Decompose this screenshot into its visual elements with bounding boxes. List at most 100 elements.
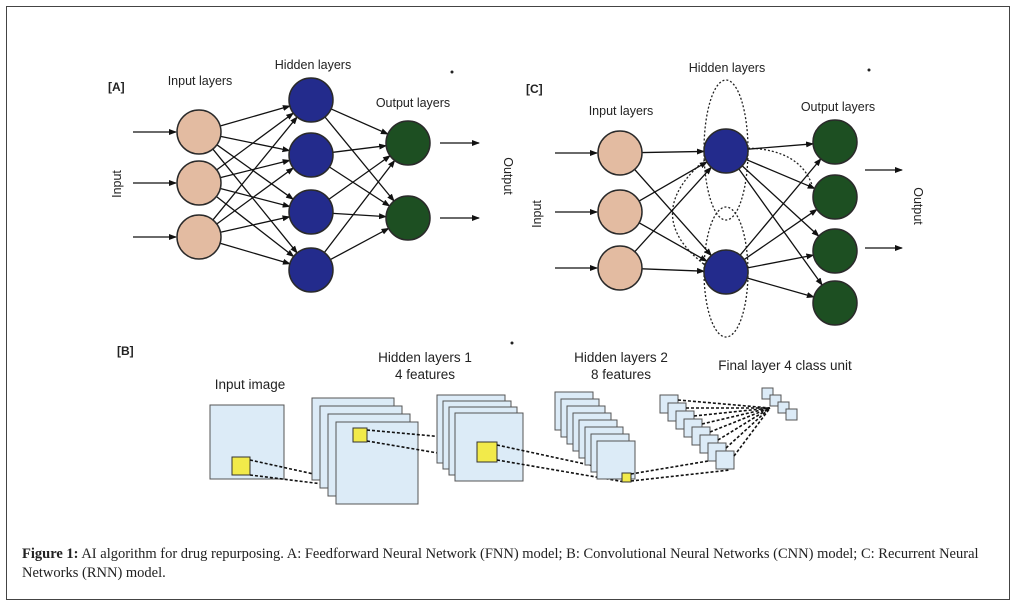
connection-arrow	[746, 158, 816, 190]
final-class-unit	[769, 394, 782, 407]
recurrent-loop	[672, 159, 706, 266]
neural-network-figure: [A] Input layers Hidden layers Output la…	[108, 58, 925, 505]
panel-b-tag: [B]	[117, 344, 134, 358]
hidden-node	[703, 128, 749, 174]
kernel-square	[352, 427, 368, 443]
connection-arrow	[747, 141, 815, 150]
stray-dot	[450, 70, 454, 74]
kernel-square	[476, 441, 498, 463]
connection-arrow	[330, 108, 389, 135]
panel-c-rnn	[555, 79, 903, 338]
final-class-unit	[777, 401, 790, 414]
connection-arrow	[216, 167, 295, 225]
caption-label: Figure 1:	[22, 546, 79, 562]
kernel-projection-line	[701, 407, 771, 425]
connection-arrow	[215, 195, 295, 258]
hidden-node	[703, 249, 749, 295]
connection-arrow	[332, 143, 388, 153]
output-node	[812, 119, 858, 165]
kernel-projection-line	[630, 469, 731, 482]
connection-arrow	[746, 277, 815, 298]
connection-arrow	[219, 242, 291, 265]
input-node	[176, 160, 222, 206]
panel-a-tag: [A]	[108, 80, 125, 94]
connection-arrow	[323, 159, 396, 253]
feature-map-layer1	[335, 421, 419, 505]
connection-arrow	[739, 158, 822, 256]
panel-c-tag: [C]	[526, 82, 543, 96]
output-node	[812, 280, 858, 326]
hidden-node	[288, 247, 334, 293]
connection-arrow	[216, 112, 295, 171]
connection-arrow	[332, 212, 388, 220]
panel-a-input-label: Input	[110, 170, 124, 198]
hidden-node	[288, 77, 334, 123]
caption-text: AI algorithm for drug repurposing. A: Fe…	[22, 546, 979, 581]
connection-arrow	[220, 135, 291, 153]
stray-dot	[867, 68, 871, 72]
connection-arrow	[638, 222, 708, 262]
figure-caption: Figure 1: AI algorithm for drug repurpos…	[22, 545, 1002, 583]
connection-arrow	[329, 166, 391, 207]
output-node	[385, 195, 431, 241]
kernel-projection-line	[496, 459, 626, 483]
output-node	[385, 120, 431, 166]
panel-b-hidden1-title: Hidden layers 1	[378, 350, 472, 365]
panel-b-input-image-label: Input image	[215, 377, 286, 392]
connection-arrow	[219, 105, 291, 127]
input-node	[176, 214, 222, 260]
output-node	[812, 174, 858, 220]
final-class-unit	[761, 387, 774, 400]
connection-arrow	[212, 116, 298, 221]
connection-arrow	[741, 165, 820, 237]
feature-map-layer4	[715, 450, 735, 470]
input-node	[597, 189, 643, 235]
output-node	[812, 228, 858, 274]
kernel-projection-line	[677, 399, 771, 409]
kernel-projection-line	[725, 407, 771, 449]
kernel-projection-line	[733, 407, 771, 457]
connection-arrow	[212, 148, 298, 254]
panel-a-output-label: Output	[501, 157, 515, 195]
kernel-projection-line	[709, 407, 771, 433]
hidden-node	[288, 132, 334, 178]
kernel-projection-line	[249, 474, 356, 489]
panel-a-hidden-layers-label: Hidden layers	[275, 58, 351, 72]
panel-a-output-layers-label: Output layers	[376, 96, 450, 110]
panel-b-hidden2-title: Hidden layers 2	[574, 350, 668, 365]
connection-arrow	[216, 144, 294, 200]
kernel-projection-line	[717, 407, 771, 441]
kernel-projection-line	[693, 407, 771, 417]
panel-b-hidden2-sub: 8 features	[591, 367, 651, 382]
connection-arrow	[328, 155, 391, 200]
connection-arrow	[220, 215, 291, 233]
kernel-square	[621, 472, 632, 483]
input-node	[176, 109, 222, 155]
connection-arrow	[743, 208, 818, 261]
connection-arrow	[638, 161, 708, 202]
connection-arrow	[634, 166, 712, 253]
hidden-node	[288, 189, 334, 235]
connection-arrow	[324, 116, 395, 202]
panel-c-input-label: Input	[530, 200, 544, 228]
stray-dot	[510, 341, 514, 345]
input-node	[597, 245, 643, 291]
final-class-unit	[785, 408, 798, 421]
connection-arrow	[747, 253, 815, 269]
kernel-square	[231, 456, 251, 476]
panel-b-hidden1-sub: 4 features	[395, 367, 455, 382]
figure-frame	[6, 6, 1010, 600]
connection-arrow	[634, 168, 713, 257]
connection-arrow	[330, 227, 390, 261]
panel-c-output-label: Output	[911, 187, 925, 225]
panel-c-input-layers-label: Input layers	[589, 104, 654, 118]
connection-arrow	[220, 187, 291, 208]
connection-arrow	[738, 168, 823, 286]
connection-arrow	[641, 267, 706, 274]
panel-a-fnn	[133, 77, 480, 293]
panel-a-input-layers-label: Input layers	[168, 74, 233, 88]
panel-b-final-layer-label: Final layer 4 class unit	[718, 358, 852, 373]
panel-c-output-layers-label: Output layers	[801, 100, 875, 114]
panel-c-hidden-layers-label: Hidden layers	[689, 61, 765, 75]
input-node	[597, 130, 643, 176]
